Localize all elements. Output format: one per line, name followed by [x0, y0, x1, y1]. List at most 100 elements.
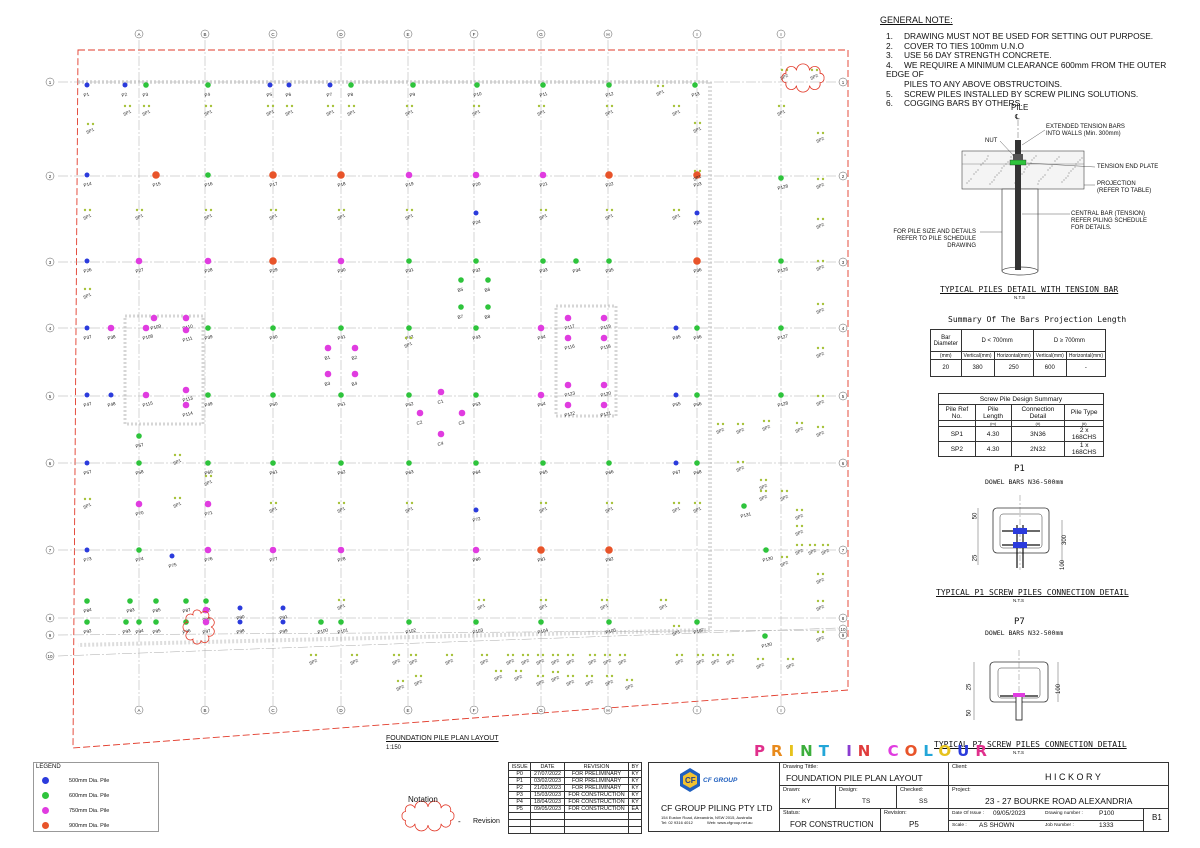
screw-pile-label: SP1 — [658, 603, 668, 611]
screw-pile-marker — [605, 104, 609, 108]
pile-label: P26 — [83, 267, 93, 274]
tb-project-cell: Project: 23 - 27 BOURKE ROAD ALEXANDRIA — [949, 786, 1168, 809]
screw-pile-marker — [526, 653, 530, 657]
screw-pile-marker — [693, 121, 697, 125]
screw-pile-marker — [123, 104, 127, 108]
pile-marker — [473, 258, 479, 264]
screw-pile-label: SP2 — [535, 679, 545, 687]
print-notice-letter: I — [846, 742, 858, 760]
revision-cell: KY — [628, 770, 642, 778]
screw-pile-marker — [610, 501, 614, 505]
general-note-text: SCREW PILES INSTALLED BY SCREW PILING SO… — [904, 88, 1139, 99]
screw-pile-marker — [630, 678, 634, 682]
grid-marker-circle — [838, 458, 848, 468]
pile-marker — [537, 391, 545, 399]
pile-marker — [142, 391, 150, 399]
concrete-hatch — [1049, 167, 1051, 169]
grid-marker-circle — [268, 29, 278, 39]
screw-pile-marker — [800, 524, 804, 528]
pile-detail-caption: TYPICAL PILES DETAIL WITH TENSION BAR — [940, 285, 1119, 294]
screw-pile-marker — [821, 346, 825, 350]
screw-pile-label: SP1 — [82, 292, 92, 300]
grid-marker-circle — [45, 651, 55, 661]
pile-marker — [182, 326, 190, 334]
pile-marker — [150, 314, 158, 322]
projection-table: Bar Diameter D < 700mm D ≥ 700mm (mm) Ve… — [930, 329, 1107, 377]
pile-label: P49 — [204, 401, 214, 408]
screw-cell: 4.30 — [974, 441, 1012, 457]
pile-marker — [84, 460, 90, 466]
pile-label: P44 — [537, 334, 547, 341]
pile-label: P118 — [600, 343, 612, 351]
screw-pile-marker — [672, 501, 676, 505]
concrete-hatch — [1056, 158, 1058, 160]
pile-marker — [84, 547, 90, 553]
tension-bar — [1015, 140, 1021, 270]
concrete-hatch — [968, 180, 970, 182]
screw-pile-marker — [347, 104, 351, 108]
screw-pile-marker — [816, 425, 820, 429]
pile-label: P62 — [337, 469, 347, 476]
grid-marker-label: A — [137, 32, 140, 37]
pile-marker — [183, 598, 189, 604]
pile-label: P60 — [204, 469, 214, 476]
centreline-symbol: ℄ — [1014, 114, 1020, 121]
general-note-list: 1.DRAWING MUST NOT BE USED FOR SETTING O… — [886, 31, 1180, 109]
pile-label: B5 — [457, 287, 464, 293]
pile-marker — [458, 409, 466, 417]
screw-pile-marker — [397, 653, 401, 657]
screw-pile-marker — [816, 572, 820, 576]
concrete-hatch — [986, 158, 988, 160]
grid-marker-label: 2 — [49, 174, 52, 179]
pile-marker — [338, 325, 344, 331]
screw-pile-marker — [816, 217, 820, 221]
pile-marker — [269, 546, 277, 554]
proj-cell: 380 — [960, 359, 995, 377]
pile-marker — [694, 619, 700, 625]
pile-label: P50 — [269, 401, 279, 408]
pile-marker — [564, 334, 572, 342]
pile-label: P57 — [83, 469, 93, 476]
screw-pile-marker — [821, 394, 825, 398]
concrete-hatch — [1070, 170, 1072, 172]
screw-pile-label: SP1 — [404, 213, 414, 221]
screw-pile-marker — [204, 208, 208, 212]
p7-dim-25: 25 — [966, 683, 973, 691]
concrete-hatch — [1038, 180, 1040, 182]
screw-pile-marker — [342, 598, 346, 602]
revision-row-empty — [507, 812, 642, 820]
screw-pile-label: SP2 — [809, 73, 819, 81]
revision-cloud-top-right — [781, 63, 825, 93]
company-tel: Tel: 02 9316 4012 — [661, 820, 693, 825]
screw-pile-label: SP2 — [815, 604, 825, 612]
pile-label: B6 — [484, 287, 491, 293]
title-block: Drawing Tittle: FOUNDATION PILE PLAN LAY… — [779, 762, 1169, 832]
screw-pile-marker — [590, 674, 594, 678]
tb-revision-cell: Revision: P5 — [881, 809, 949, 831]
screw-pile-marker — [480, 653, 484, 657]
screw-pile-label: SP2 — [587, 658, 597, 666]
pile-marker — [182, 386, 190, 394]
revision-cell: KY — [628, 777, 642, 785]
screw-pile-label: SP2 — [785, 662, 795, 670]
screw-pile-label: SP1 — [655, 89, 665, 97]
pile-label: P19 — [405, 181, 415, 188]
pile-label: P130 — [761, 641, 773, 649]
general-note-num: 1. — [886, 31, 893, 41]
screw-pile-marker — [405, 501, 409, 505]
screw-pile-marker — [536, 674, 540, 678]
grid-marker-label: 6 — [842, 461, 845, 466]
screw-pile-marker — [551, 653, 555, 657]
screw-cell: 2 x 168CHS — [1064, 426, 1104, 442]
grid-marker-label: D — [339, 32, 343, 37]
pile-label: P114 — [182, 410, 194, 418]
screw-pile-label: SP2 — [807, 548, 817, 556]
screw-pile-marker — [625, 678, 629, 682]
print-notice-letter: N — [857, 742, 877, 760]
screw-pile-marker — [764, 489, 768, 493]
concrete-hatch — [1003, 165, 1005, 167]
pile-marker — [280, 605, 286, 611]
pile-label: P58 — [135, 469, 145, 476]
